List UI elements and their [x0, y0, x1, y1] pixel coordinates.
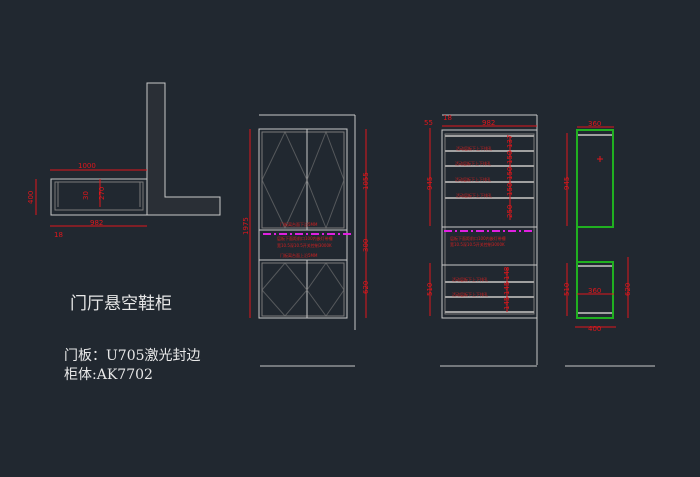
svg-text:活动层板下上下排孔: 活动层板下上下排孔	[452, 291, 488, 297]
plan-view: 1000 982 400 30 270 18	[27, 82, 221, 239]
svg-text:宽10.5深10.5开关控制3000K: 宽10.5深10.5开关控制3000K	[450, 241, 505, 247]
svg-text:150: 150	[506, 183, 514, 196]
svg-text:510: 510	[426, 283, 434, 296]
drawing-title: 门厅悬空鞋柜	[70, 294, 172, 314]
svg-text:活动层板下上下排孔: 活动层板下上下排孔	[455, 176, 491, 182]
svg-text:982: 982	[482, 119, 495, 127]
side-section: 360 945 510 360 400 620	[563, 120, 655, 367]
svg-text:145: 145	[503, 297, 511, 310]
svg-text:层板下面距前口100内嵌灯带槽: 层板下面距前口100内嵌灯带槽	[450, 235, 506, 241]
svg-text:活动层板下上下排孔: 活动层板下上下排孔	[455, 160, 491, 166]
front-elevation: 1975 1055 300 620 门板离台面下沿5MM 层板下面距前口100内…	[242, 114, 370, 367]
svg-text:宽10.5深10.5开关控制3000K: 宽10.5深10.5开关控制3000K	[277, 242, 332, 248]
svg-text:150: 150	[506, 167, 514, 180]
svg-text:门板离台面上沿5MM: 门板离台面上沿5MM	[280, 252, 318, 258]
svg-text:945: 945	[426, 177, 434, 190]
svg-text:1975: 1975	[242, 217, 250, 235]
interior-elevation: 55 18 982 945 510 137 150 150 150 250 14…	[424, 114, 538, 367]
svg-text:55: 55	[424, 119, 433, 127]
svg-text:活动层板下上下排孔: 活动层板下上下排孔	[456, 145, 492, 151]
cabinet-body-spec: 柜体:AK7702	[64, 367, 153, 383]
dim-400: 400	[27, 191, 35, 204]
dim-982: 982	[90, 219, 103, 227]
dim-1000: 1000	[78, 162, 96, 170]
svg-text:945: 945	[563, 177, 571, 190]
svg-text:270: 270	[98, 187, 106, 200]
svg-text:活动层板下上下排孔: 活动层板下上下排孔	[452, 276, 488, 282]
wall-section	[146, 82, 221, 216]
svg-text:620: 620	[362, 281, 370, 294]
svg-text:360: 360	[588, 287, 601, 295]
svg-text:活动层板下上下排孔: 活动层板下上下排孔	[456, 192, 492, 198]
svg-text:360: 360	[588, 120, 601, 128]
svg-text:250: 250	[506, 205, 514, 218]
svg-text:510: 510	[563, 283, 571, 296]
svg-text:148: 148	[503, 267, 511, 280]
svg-text:300: 300	[362, 239, 370, 252]
svg-text:门板离台面下沿5MM: 门板离台面下沿5MM	[280, 221, 318, 227]
svg-text:18: 18	[54, 231, 63, 239]
svg-text:18: 18	[443, 114, 452, 122]
svg-text:145: 145	[503, 282, 511, 295]
svg-text:1055: 1055	[362, 172, 370, 190]
svg-text:620: 620	[624, 283, 632, 296]
svg-text:400: 400	[588, 325, 601, 333]
svg-text:30: 30	[82, 191, 90, 200]
svg-text:150: 150	[506, 151, 514, 164]
svg-text:层板下面距前口100内嵌灯带槽: 层板下面距前口100内嵌灯带槽	[277, 235, 333, 241]
cabinet-plan	[50, 178, 148, 216]
svg-text:137: 137	[506, 135, 514, 148]
door-panel-spec: 门板：U705激光封边	[64, 348, 201, 364]
